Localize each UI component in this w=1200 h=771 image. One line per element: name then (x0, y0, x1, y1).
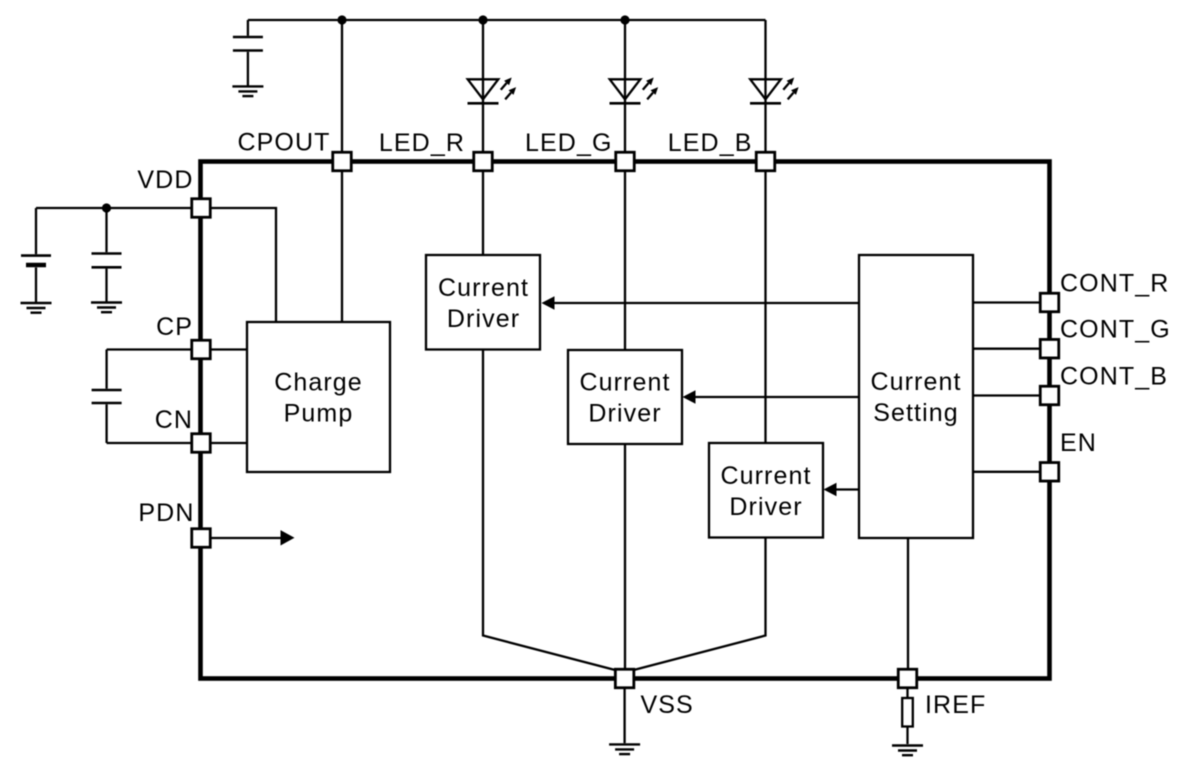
svg-text:Pump: Pump (284, 400, 354, 428)
svg-text:CONT_R: CONT_R (1060, 270, 1169, 298)
svg-text:Current: Current (870, 368, 961, 396)
svg-text:LED_R: LED_R (379, 129, 465, 157)
svg-text:Current: Current (579, 369, 670, 397)
svg-text:Driver: Driver (729, 493, 802, 521)
svg-text:Driver: Driver (588, 400, 661, 428)
svg-text:CPOUT: CPOUT (238, 129, 331, 157)
svg-text:Current: Current (438, 274, 529, 302)
svg-text:LED_G: LED_G (525, 129, 612, 157)
svg-text:PDN: PDN (138, 499, 194, 527)
svg-text:Driver: Driver (447, 305, 520, 333)
svg-text:CP: CP (156, 313, 193, 341)
svg-text:VDD: VDD (137, 166, 193, 194)
svg-text:Current: Current (720, 462, 811, 490)
svg-text:EN: EN (1060, 429, 1097, 457)
svg-text:LED_B: LED_B (668, 129, 753, 157)
svg-text:VSS: VSS (641, 691, 694, 719)
svg-text:CN: CN (155, 406, 193, 434)
svg-text:CONT_B: CONT_B (1060, 363, 1168, 391)
svg-text:Setting: Setting (873, 399, 959, 427)
svg-text:CONT_G: CONT_G (1060, 316, 1171, 344)
svg-text:Charge: Charge (274, 369, 363, 397)
svg-text:IREF: IREF (925, 691, 986, 719)
